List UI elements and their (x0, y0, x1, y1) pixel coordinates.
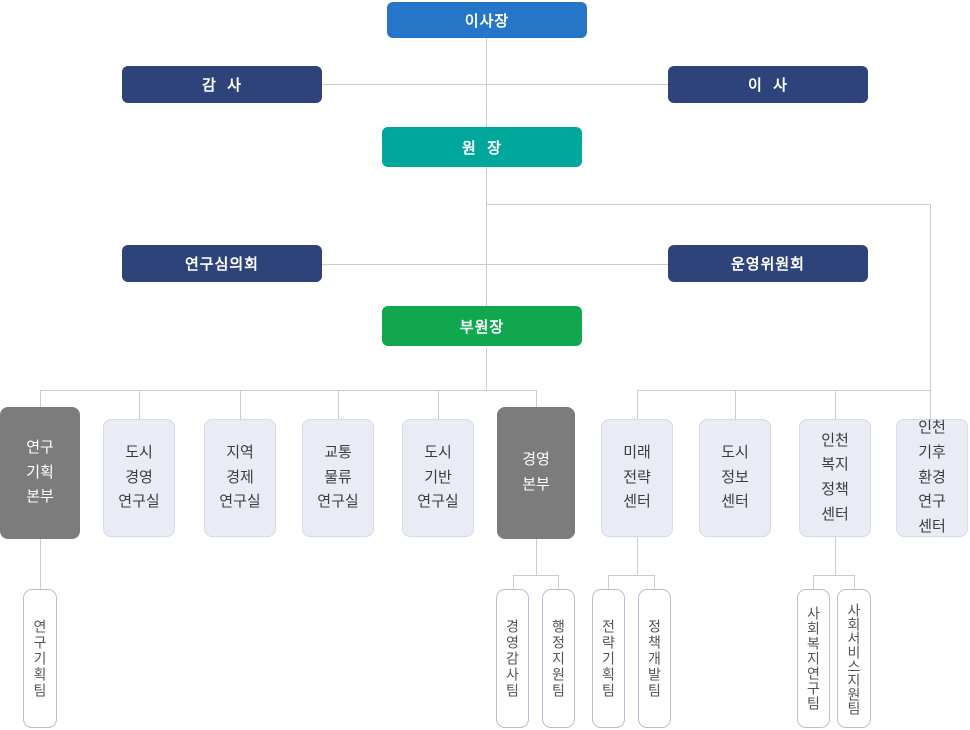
connector-line (813, 575, 855, 576)
connector-line (637, 390, 930, 391)
box-vice-president: 부원장 (382, 306, 582, 346)
connector-line (735, 390, 736, 419)
connector-line (486, 38, 487, 127)
dept-incheon-welfare-policy-center: 인천 복지 정책 센터 (799, 419, 871, 537)
team-admin-support: 행정지원팀 (542, 589, 575, 728)
connector-line (338, 390, 339, 419)
connector-line (608, 575, 655, 576)
connector-line (930, 204, 931, 390)
connector-line (637, 537, 638, 575)
connector-line (240, 390, 241, 419)
team-management-audit: 경영감사팀 (496, 589, 529, 728)
connector-line (486, 167, 487, 306)
box-auditor: 감 사 (122, 66, 322, 103)
team-social-welfare-research: 사회복지연구팀 (797, 589, 830, 728)
connector-line (513, 575, 559, 576)
connector-line (835, 390, 836, 419)
dept-urban-management-office: 도시 경영 연구실 (103, 419, 175, 537)
connector-line (637, 390, 638, 419)
connector-line (40, 390, 41, 407)
box-chairman: 이사장 (387, 2, 587, 38)
box-research-council: 연구심의회 (122, 245, 322, 282)
team-policy-development: 정책개발팀 (638, 589, 671, 728)
connector-line (322, 264, 668, 265)
team-research-planning: 연구기획팀 (23, 589, 57, 728)
dept-regional-economy-office: 지역 경제 연구실 (204, 419, 276, 537)
connector-line (854, 575, 855, 589)
connector-line (536, 390, 537, 407)
connector-line (438, 390, 439, 419)
connector-line (322, 84, 668, 85)
connector-line (536, 539, 537, 575)
connector-line (835, 537, 836, 575)
connector-line (930, 390, 931, 419)
connector-line (486, 204, 931, 205)
connector-line (40, 539, 41, 589)
dept-urban-info-center: 도시 정보 센터 (699, 419, 771, 537)
dept-research-planning-hq: 연구 기획 본부 (0, 407, 80, 539)
connector-line (40, 390, 537, 391)
connector-line (608, 575, 609, 589)
connector-line (813, 575, 814, 589)
connector-line (558, 575, 559, 589)
dept-urban-infrastructure-office: 도시 기반 연구실 (402, 419, 474, 537)
dept-transport-logistics-office: 교통 물류 연구실 (302, 419, 374, 537)
box-director: 이 사 (668, 66, 868, 103)
connector-line (513, 575, 514, 589)
dept-management-hq: 경영 본부 (497, 407, 575, 539)
connector-line (654, 575, 655, 589)
connector-line (139, 390, 140, 419)
dept-future-strategy-center: 미래 전략 센터 (601, 419, 673, 537)
box-steering-committee: 운영위원회 (668, 245, 868, 282)
team-social-service-support: 사회서비스지원팀 (837, 589, 871, 728)
team-strategy-planning: 전략기획팀 (592, 589, 625, 728)
dept-incheon-climate-env-center: 인천 기후 환경 연구 센터 (896, 419, 968, 537)
box-president: 원 장 (382, 127, 582, 167)
connector-line (486, 347, 487, 390)
